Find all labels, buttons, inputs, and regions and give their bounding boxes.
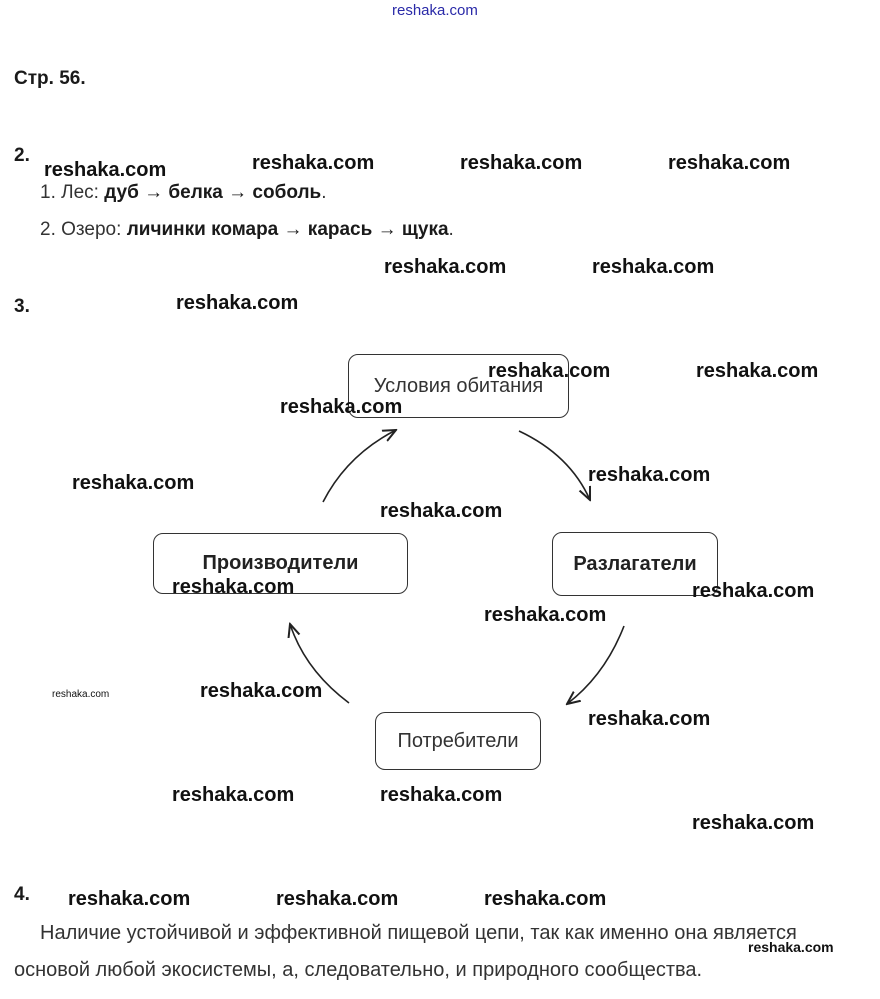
item-prefix: Озеро: bbox=[61, 219, 122, 240]
answer-line-1: Наличие устойчивой и эффективной пищевой… bbox=[40, 922, 797, 944]
node-producers: Производители bbox=[153, 533, 408, 594]
arrow-producers-to-conditions bbox=[322, 430, 396, 503]
watermark: reshaka.com bbox=[460, 152, 583, 174]
arrow-consumers-to-producers bbox=[290, 624, 350, 704]
watermark: reshaka.com bbox=[380, 500, 503, 522]
watermark: reshaka.com bbox=[484, 604, 607, 626]
watermark: reshaka.com bbox=[588, 708, 711, 730]
arrow-conditions-to-decomposers bbox=[518, 430, 590, 500]
watermark: reshaka.com bbox=[484, 888, 607, 910]
node-consumers: Потребители bbox=[375, 712, 541, 770]
item-end: . bbox=[321, 182, 327, 203]
site-link[interactable]: reshaka.com bbox=[392, 2, 478, 19]
watermark: reshaka.com bbox=[692, 580, 815, 602]
watermark: reshaka.com bbox=[176, 292, 299, 314]
watermark: reshaka.com bbox=[696, 360, 819, 382]
food-chain-text: личинки комара → карась → щука bbox=[126, 219, 449, 240]
item-number: 2. bbox=[40, 219, 56, 240]
watermark: reshaka.com bbox=[52, 689, 110, 700]
watermark: reshaka.com bbox=[200, 680, 323, 702]
question-4-number: 4. bbox=[14, 884, 30, 905]
node-habitat-conditions: Условия обитания bbox=[348, 354, 569, 418]
item-prefix: Лес: bbox=[61, 182, 99, 203]
node-decomposers: Разлагатели bbox=[552, 532, 718, 596]
answer-line-2: основой любой экосистемы, а, следователь… bbox=[14, 959, 703, 981]
page-reference: Стр. 56. bbox=[14, 68, 86, 89]
watermark: reshaka.com bbox=[380, 784, 503, 806]
watermark: reshaka.com bbox=[384, 256, 507, 278]
watermark: reshaka.com bbox=[72, 472, 195, 494]
food-chain-item-2: 2. Озеро: личинки комара → карась → щука… bbox=[40, 219, 454, 241]
food-chain-text: дуб → белка → соболь bbox=[104, 182, 322, 203]
watermark: reshaka.com bbox=[276, 888, 399, 910]
watermark: reshaka.com bbox=[68, 888, 191, 910]
item-number: 1. bbox=[40, 182, 56, 203]
item-end: . bbox=[448, 219, 454, 240]
watermark: reshaka.com bbox=[172, 784, 295, 806]
arrow-decomposers-to-consumers bbox=[567, 625, 625, 704]
watermark: reshaka.com bbox=[588, 464, 711, 486]
watermark: reshaka.com bbox=[592, 256, 715, 278]
question-2-number: 2. bbox=[14, 145, 30, 166]
watermark: reshaka.com bbox=[748, 939, 834, 955]
watermark: reshaka.com bbox=[668, 152, 791, 174]
watermark: reshaka.com bbox=[488, 360, 611, 382]
watermark: reshaka.com bbox=[252, 152, 375, 174]
watermark: reshaka.com bbox=[44, 159, 167, 181]
question-3-number: 3. bbox=[14, 296, 30, 317]
watermark: reshaka.com bbox=[692, 812, 815, 834]
watermark: reshaka.com bbox=[280, 396, 403, 418]
food-chain-item-1: 1. Лес: дуб → белка → соболь. bbox=[40, 182, 326, 204]
watermark: reshaka.com bbox=[172, 576, 295, 598]
